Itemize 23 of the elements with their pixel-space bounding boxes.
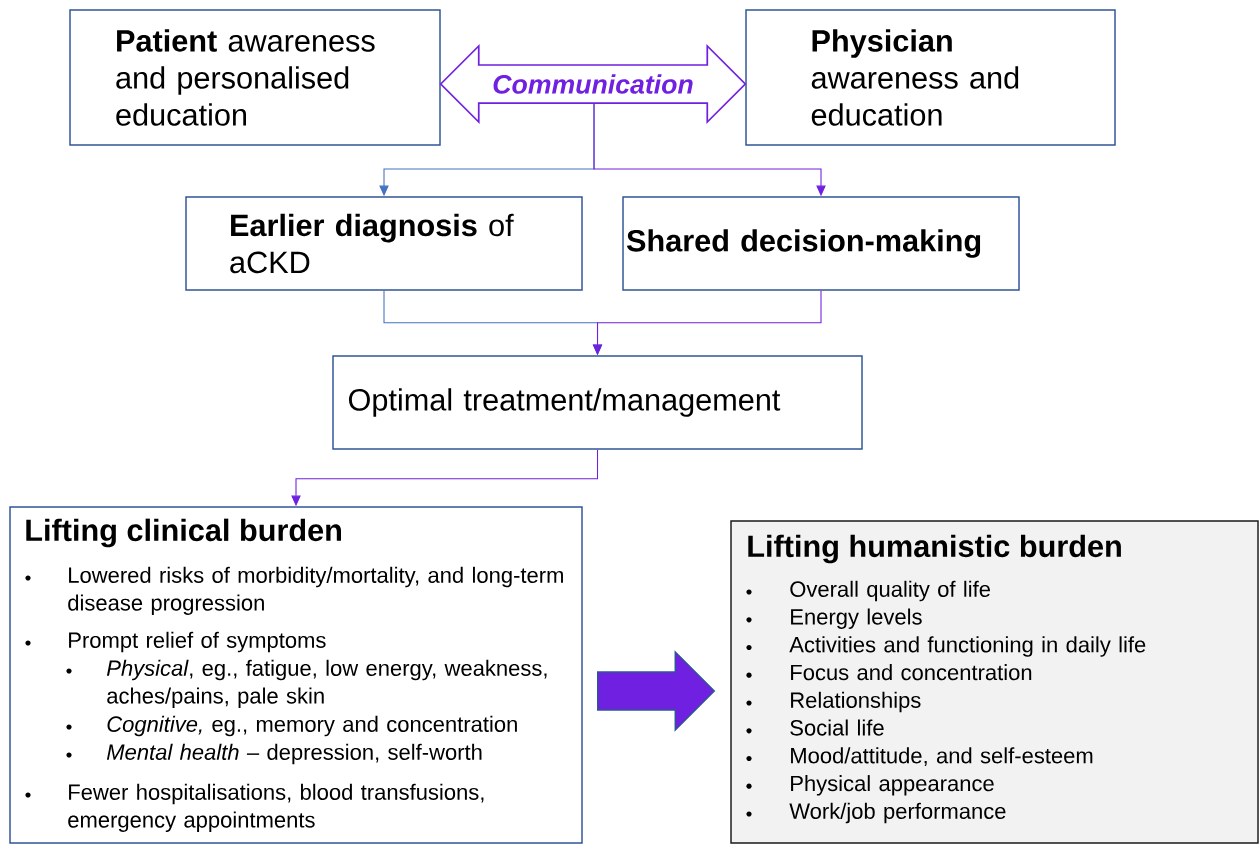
process-box: Earlier diagnosis of aCKD: [185, 196, 583, 291]
list-item: Lowered risks of morbidity/mortality, and long-term disease progression: [68, 566, 563, 615]
list-item: Mental health – depression, self-worth: [106, 743, 482, 765]
block-arrow: [597, 650, 716, 732]
process-box: Physician awareness and education: [745, 9, 1116, 146]
list-item: Mood/attitude, and self-esteem: [791, 747, 1093, 767]
process-box: Optimal treatment/management: [332, 355, 863, 450]
process-box: Patient awareness and personalised education: [69, 9, 441, 146]
edge-label: Communication: [490, 72, 696, 96]
list-item: Activities and functioning in daily life: [789, 636, 1146, 657]
list-item: Relationships: [791, 691, 921, 713]
heading: Lifting humanistic burden: [748, 534, 1121, 564]
list-item: Work/job performance: [789, 802, 1006, 824]
list-item: Prompt relief of symptoms: [69, 631, 326, 653]
list-item: Cognitive, eg., memory and concentration: [107, 715, 517, 737]
list-item: Overall quality of life: [790, 580, 990, 602]
list-item: Physical appearance: [791, 775, 994, 796]
process-box: Shared decision-making: [622, 196, 1020, 291]
heading: Lifting clinical burden: [26, 518, 341, 548]
list-item: Fewer hospitalisations, blood transfusions, emergency appointments: [68, 783, 484, 832]
list-item: Energy levels: [791, 608, 922, 629]
list-item: Social life: [790, 719, 884, 736]
list-item: Focus and concentration: [791, 664, 1032, 681]
